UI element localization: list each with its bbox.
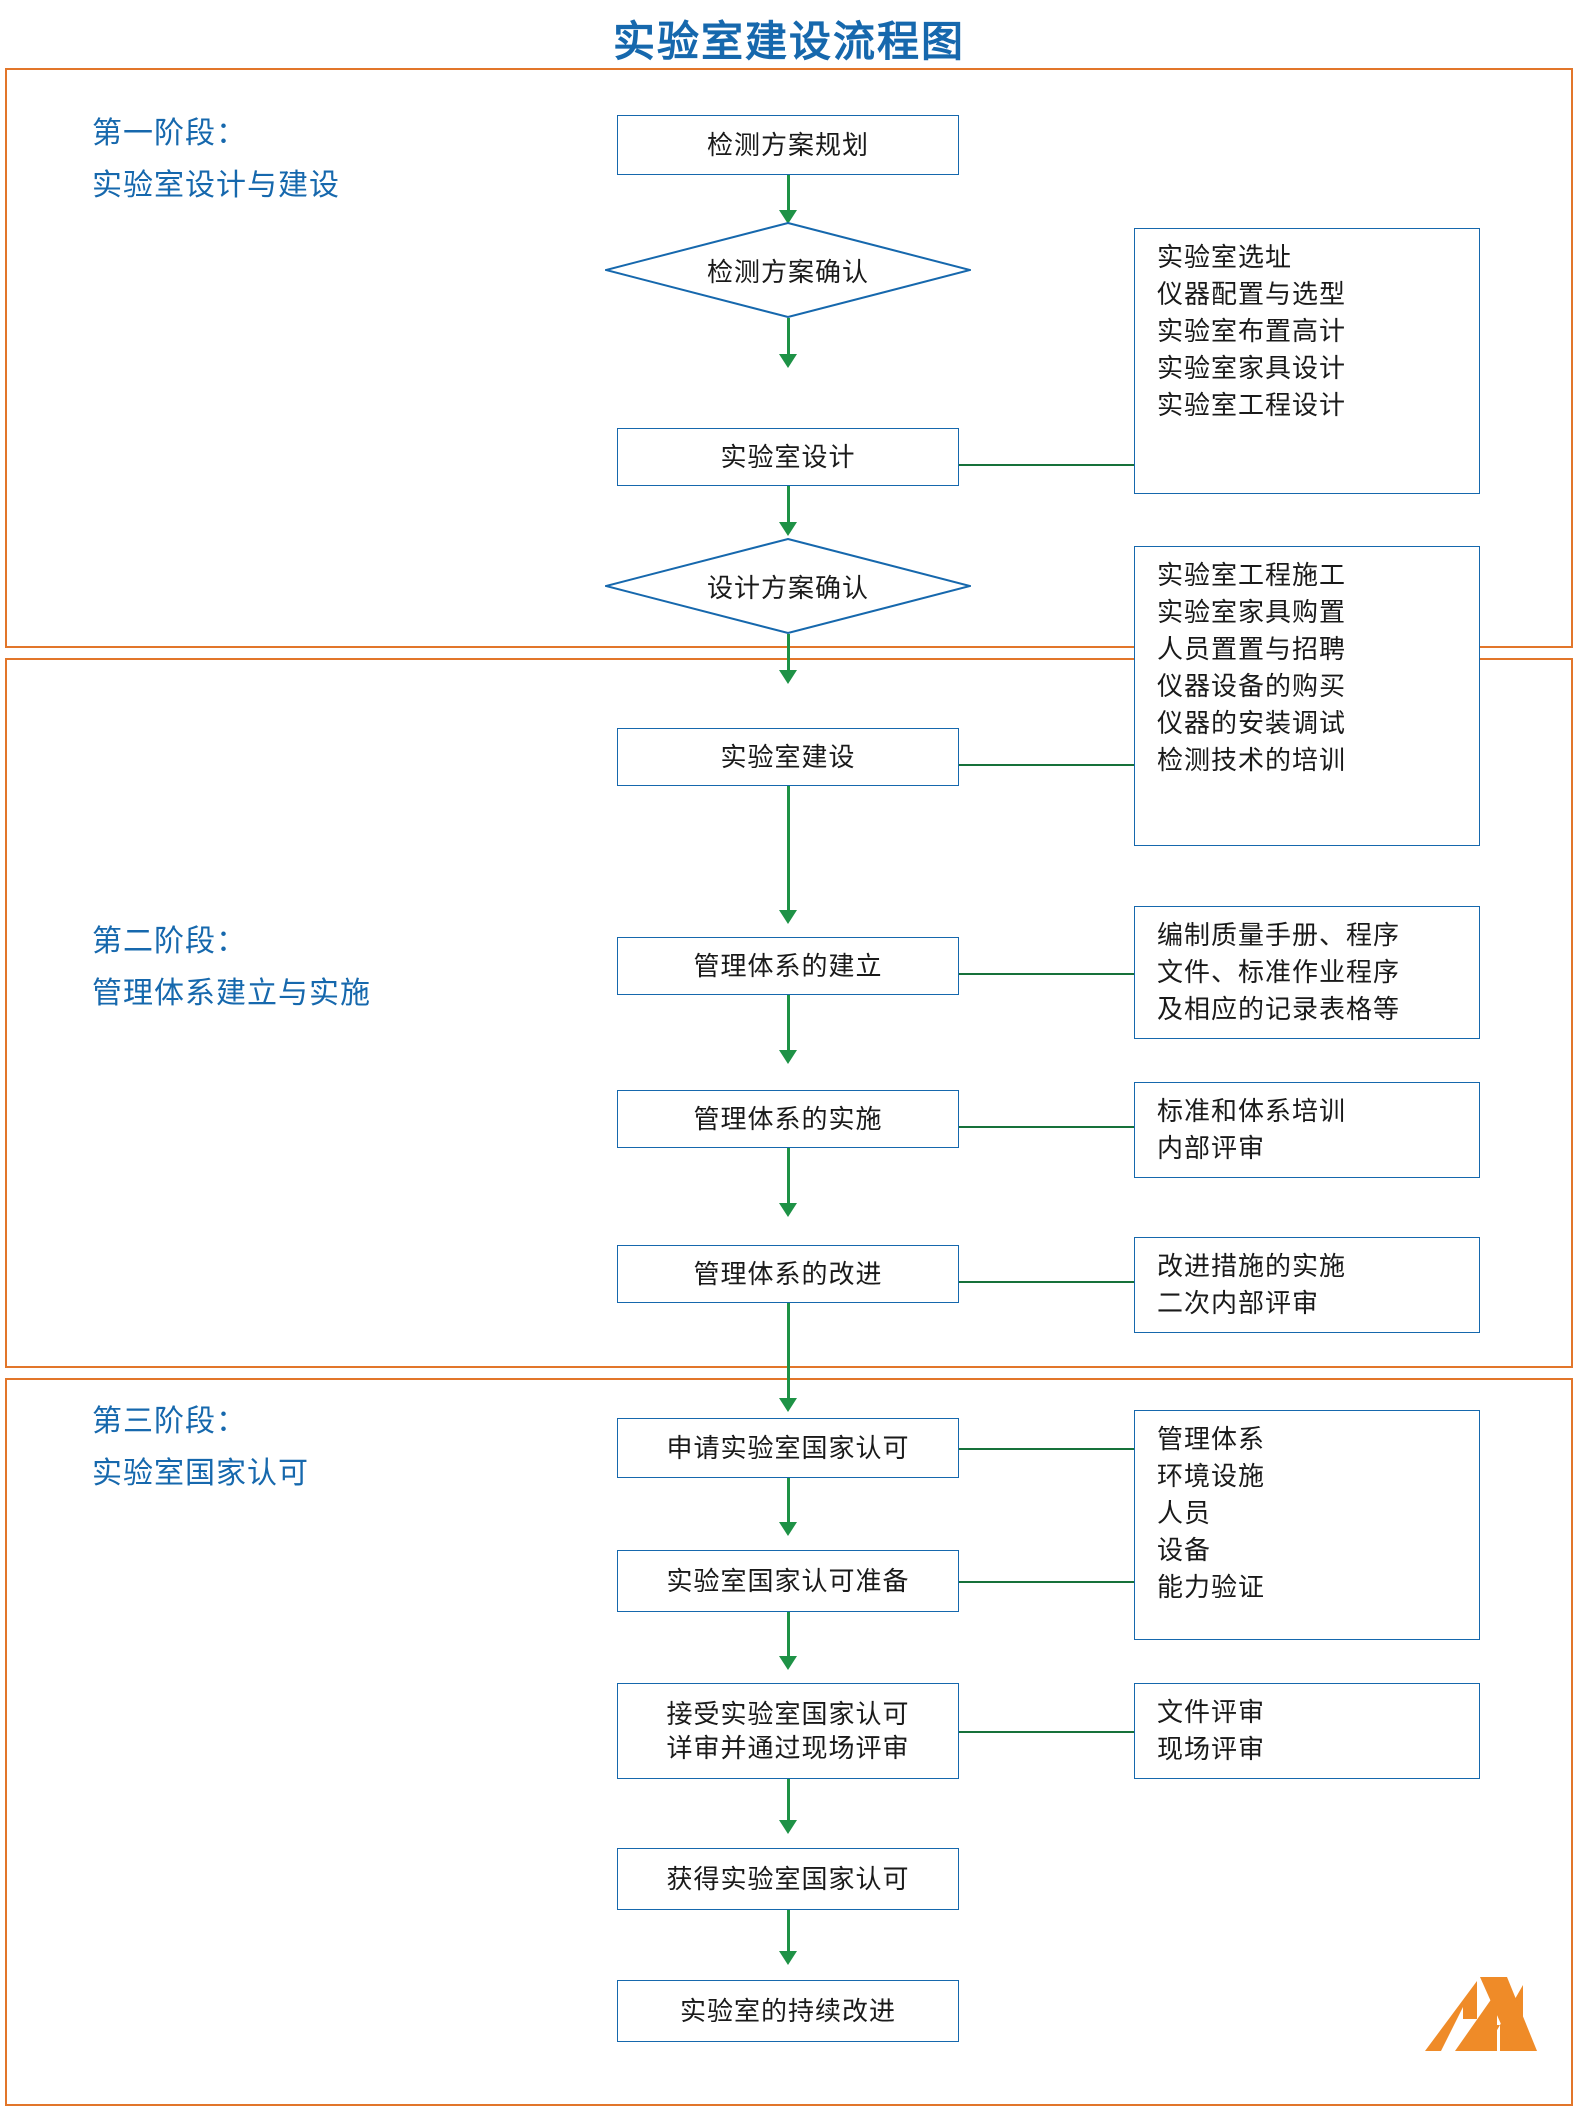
connector-n8-n9 [787, 1303, 790, 1406]
arrowhead-n12-n13 [779, 1951, 797, 1965]
connector-n7-detail4 [959, 1126, 1134, 1128]
detail-6-item-1: 环境设施 [1157, 1461, 1266, 1491]
connector-n8-detail5 [959, 1281, 1134, 1283]
connector-n10-detail6 [959, 1581, 1134, 1583]
detail-7-item-1: 现场评审 [1157, 1734, 1266, 1764]
detail-2-item-1: 实验室家具购置 [1157, 597, 1347, 627]
stage-label-2-line2: 管理体系建立与实施 [92, 977, 371, 1010]
stage-label-2: 第二阶段： 管理体系建立与实施 [92, 916, 371, 1020]
detail-box-mgmt-implement: 标准和体系培训 内部评审 [1134, 1082, 1480, 1178]
detail-1-item-0: 实验室选址 [1157, 242, 1293, 272]
arrowhead-n3-n4 [779, 522, 797, 536]
node-continuous-improvement[interactable]: 实验室的持续改进 [617, 1980, 959, 2042]
node-11-line1: 接受实验室国家认可 [666, 1699, 910, 1729]
connector-n1-n2 [787, 175, 790, 217]
detail-1-item-3: 实验室家具设计 [1157, 353, 1347, 383]
detail-box-lab-design: 实验室选址 仪器配置与选型 实验室布置高计 实验室家具设计 实验室工程设计 [1134, 228, 1480, 494]
arrowhead-n2-n3 [779, 354, 797, 368]
arrowhead-n4-n5 [779, 670, 797, 684]
detail-box-accreditation-scope: 管理体系 环境设施 人员 设备 能力验证 [1134, 1410, 1480, 1640]
connector-n12-n13 [787, 1910, 790, 1958]
connector-n6-n7 [787, 995, 790, 1057]
connector-n3-n4 [787, 486, 790, 530]
detail-1-item-2: 实验室布置高计 [1157, 316, 1347, 346]
decision-2-label: 设计方案确认 [706, 572, 869, 603]
connector-n2-n3 [787, 318, 790, 362]
stage-label-1-line1: 第一阶段： [92, 117, 247, 150]
connector-n9-detail6 [959, 1448, 1134, 1450]
decision-detection-plan-confirm[interactable]: 检测方案确认 [605, 222, 971, 318]
detail-1-item-1: 仪器配置与选型 [1157, 279, 1347, 309]
node-detection-plan[interactable]: 检测方案规划 [617, 115, 959, 175]
arrowhead-n5-n6 [779, 910, 797, 924]
detail-box-mgmt-establish: 编制质量手册、程序 文件、标准作业程序 及相应的记录表格等 [1134, 906, 1480, 1039]
detail-6-item-3: 设备 [1157, 1535, 1212, 1565]
detail-box-lab-construction: 实验室工程施工 实验室家具购置 人员置置与招聘 仪器设备的购买 仪器的安装调试 … [1134, 546, 1480, 846]
detail-3-item-2: 及相应的记录表格等 [1157, 994, 1401, 1024]
arrowhead-n9-n10 [779, 1522, 797, 1536]
node-accreditation-preparation[interactable]: 实验室国家认可准备 [617, 1550, 959, 1612]
detail-4-item-1: 内部评审 [1157, 1133, 1266, 1163]
connector-n5-detail2 [959, 764, 1134, 766]
node-obtain-accreditation[interactable]: 获得实验室国家认可 [617, 1848, 959, 1910]
diamond-shape-2 [605, 538, 971, 634]
node-11-line2: 详审并通过现场评审 [666, 1733, 910, 1763]
page-title: 实验室建设流程图 [612, 18, 965, 65]
detail-box-review-types: 文件评审 现场评审 [1134, 1683, 1480, 1779]
detail-5-item-1: 二次内部评审 [1157, 1288, 1320, 1318]
detail-2-item-2: 人员置置与招聘 [1157, 634, 1347, 664]
detail-box-mgmt-improve: 改进措施的实施 二次内部评审 [1134, 1237, 1480, 1333]
detail-2-item-3: 仪器设备的购买 [1157, 671, 1347, 701]
node-apply-national-accreditation[interactable]: 申请实验室国家认可 [617, 1418, 959, 1478]
detail-6-item-4: 能力验证 [1157, 1572, 1266, 1602]
detail-5-item-0: 改进措施的实施 [1157, 1251, 1347, 1281]
connector-n9-n10 [787, 1478, 790, 1530]
stage-label-3-line2: 实验室国家认可 [92, 1457, 309, 1490]
stage-label-2-line1: 第二阶段： [92, 925, 247, 958]
detail-3-item-0: 编制质量手册、程序 [1157, 920, 1401, 950]
detail-7-item-0: 文件评审 [1157, 1697, 1266, 1727]
arrowhead-n8-n9 [779, 1398, 797, 1412]
connector-n11-detail7 [959, 1731, 1134, 1733]
decision-1-label: 检测方案确认 [706, 256, 869, 287]
detail-1-item-4: 实验室工程设计 [1157, 390, 1347, 420]
connector-n3-detail1 [959, 464, 1134, 466]
connector-n10-n11 [787, 1612, 790, 1664]
detail-2-item-0: 实验室工程施工 [1157, 560, 1347, 590]
node-mgmt-system-establish[interactable]: 管理体系的建立 [617, 937, 959, 995]
arrowhead-n6-n7 [779, 1050, 797, 1064]
detail-6-item-2: 人员 [1157, 1498, 1212, 1528]
arrowhead-n10-n11 [779, 1656, 797, 1670]
node-lab-design[interactable]: 实验室设计 [617, 428, 959, 486]
detail-2-item-4: 仪器的安装调试 [1157, 708, 1347, 738]
stage-label-3: 第三阶段： 实验室国家认可 [92, 1396, 309, 1500]
node-lab-construction[interactable]: 实验室建设 [617, 728, 959, 786]
arrowhead-n11-n12 [779, 1820, 797, 1834]
detail-2-item-5: 检测技术的培训 [1157, 745, 1347, 775]
decision-design-plan-confirm[interactable]: 设计方案确认 [605, 538, 971, 634]
connector-n6-detail3 [959, 973, 1134, 975]
node-mgmt-system-implement[interactable]: 管理体系的实施 [617, 1090, 959, 1148]
diamond-shape-1 [605, 222, 971, 318]
arrowhead-n1-n2 [779, 210, 797, 224]
connector-n11-n12 [787, 1779, 790, 1827]
stage-label-1-line2: 实验室设计与建设 [92, 169, 340, 202]
stage-label-1: 第一阶段： 实验室设计与建设 [92, 108, 340, 212]
detail-6-item-0: 管理体系 [1157, 1424, 1266, 1454]
detail-3-item-1: 文件、标准作业程序 [1157, 957, 1401, 987]
connector-n4-n5 [787, 634, 790, 678]
stage-label-3-line1: 第三阶段： [92, 1405, 247, 1438]
connector-n7-n8 [787, 1148, 790, 1210]
node-mgmt-system-improve[interactable]: 管理体系的改进 [617, 1245, 959, 1303]
arrowhead-n7-n8 [779, 1203, 797, 1217]
node-accept-onsite-review[interactable]: 接受实验室国家认可 详审并通过现场评审 [617, 1683, 959, 1779]
company-logo-icon [1425, 1977, 1537, 2051]
connector-n5-n6 [787, 786, 790, 918]
detail-4-item-0: 标准和体系培训 [1157, 1096, 1347, 1126]
